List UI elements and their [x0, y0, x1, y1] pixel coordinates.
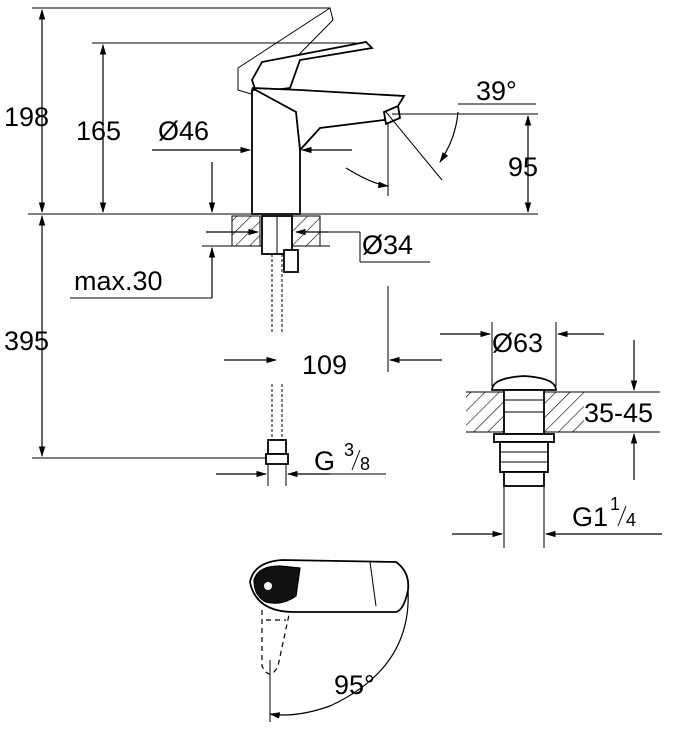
dimension-35-45: 35-45 — [584, 340, 660, 480]
label-165: 165 — [76, 116, 121, 146]
label-109: 109 — [302, 350, 347, 380]
lever — [251, 41, 374, 93]
label-g114-num: 1 — [610, 494, 620, 514]
dimension-395: 395 — [4, 214, 266, 459]
label-95: 95 — [508, 152, 538, 182]
label-max30: max.30 — [74, 266, 163, 296]
label-g114-main: G1 — [572, 502, 608, 532]
spout — [251, 87, 406, 153]
aerator — [382, 104, 402, 126]
lever-top — [253, 565, 301, 604]
dimension-d63: Ø63 — [440, 322, 604, 386]
label-95deg: 95° — [334, 670, 375, 700]
waste-valve — [466, 375, 584, 548]
label-g114-den: 4 — [626, 510, 636, 530]
label-198: 198 — [4, 102, 49, 132]
waste-cap — [491, 375, 557, 391]
dimension-198: 198 — [4, 7, 330, 214]
label-g38-main: G — [314, 446, 335, 476]
dimension-g114: G1 1 4 — [452, 494, 662, 538]
faucet-side-view — [237, 7, 406, 215]
dimension-95: 95 — [387, 113, 538, 214]
label-d46: Ø46 — [158, 116, 209, 146]
dimension-d46: Ø46 — [152, 116, 352, 154]
faucet-top-view — [249, 559, 410, 675]
label-395: 395 — [4, 326, 49, 356]
label-g38-num: 3 — [344, 440, 354, 460]
dimension-g38: G 3 8 — [216, 440, 386, 478]
dimension-39deg: 39° — [345, 76, 536, 189]
dimension-95deg: 95° — [268, 589, 409, 722]
dimension-max30: max.30 — [70, 162, 216, 299]
label-39deg: 39° — [476, 76, 517, 106]
label-d63: Ø63 — [492, 328, 543, 358]
label-g38-den: 8 — [360, 454, 370, 474]
label-d34: Ø34 — [362, 230, 413, 260]
dimension-d34: Ø34 — [206, 228, 430, 263]
dimension-165: 165 — [76, 42, 368, 214]
mounting-shank — [261, 215, 299, 486]
label-35-45: 35-45 — [584, 398, 653, 428]
dimension-109: 109 — [224, 286, 442, 380]
